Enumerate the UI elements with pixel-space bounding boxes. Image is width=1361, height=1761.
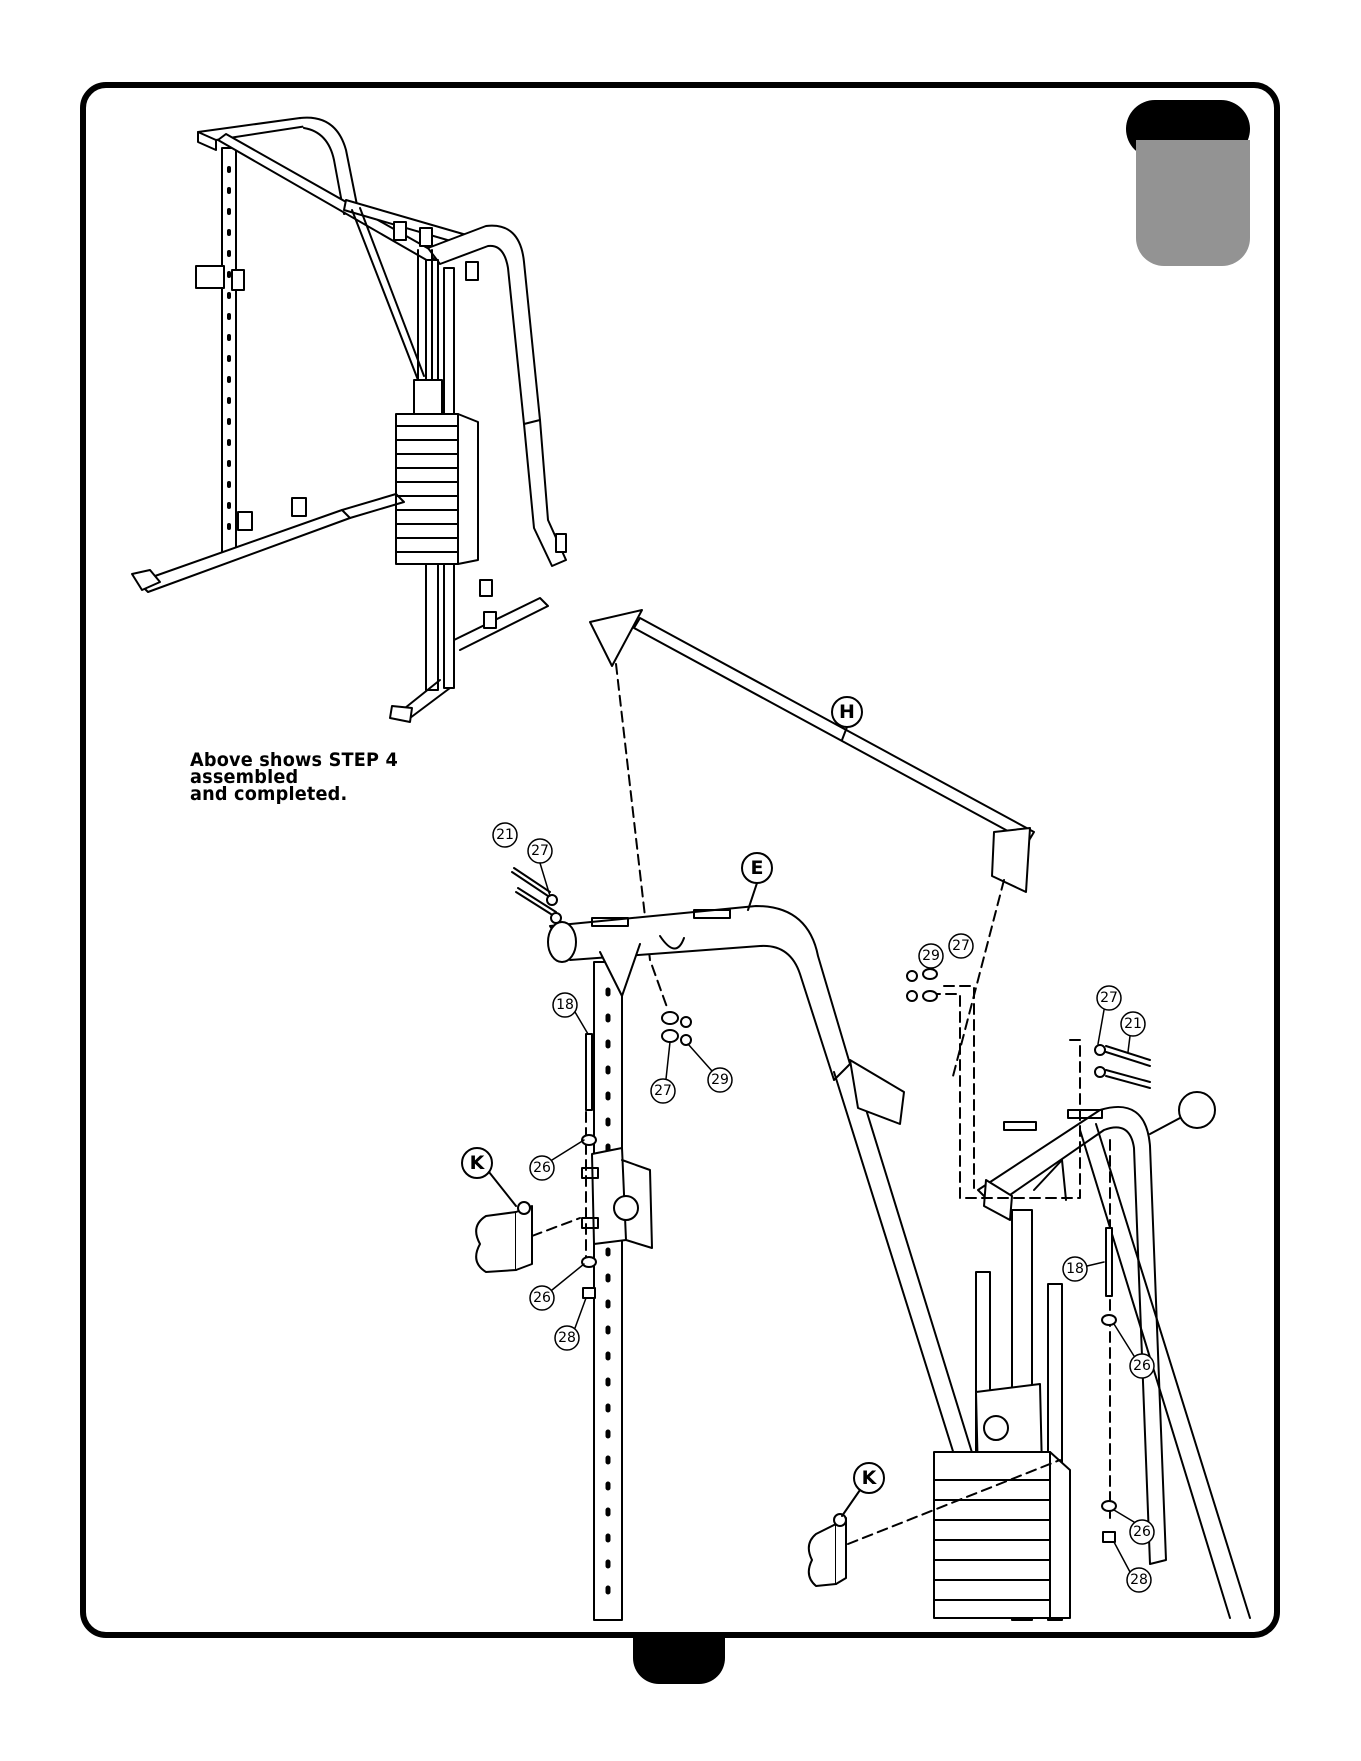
- part-letter-h: H: [839, 701, 855, 723]
- callout-26-right-top: 26: [1133, 1358, 1151, 1374]
- callout-29-left-mid: 29: [711, 1072, 729, 1088]
- part-letter-k-left: K: [470, 1152, 486, 1174]
- callout-21-right: 21: [1124, 1016, 1142, 1032]
- part-h-crossbar: [590, 610, 1034, 892]
- assembled-machine-illustration: [132, 118, 566, 722]
- part-letter-e: E: [751, 857, 764, 879]
- washer-nut-left-mid: [662, 1012, 691, 1045]
- bolts-21-left: [512, 868, 561, 923]
- callout-26-left-bot: 26: [533, 1290, 551, 1306]
- callout-18-right: 18: [1066, 1261, 1084, 1277]
- left-upright-tube: [594, 962, 622, 1620]
- callout-21-left: 21: [496, 827, 514, 843]
- callout-27-left-top: 27: [531, 843, 549, 859]
- callout-28-left: 28: [558, 1330, 576, 1346]
- callout-26-left-top: 26: [533, 1160, 551, 1176]
- callout-27-left-mid: 27: [654, 1083, 672, 1099]
- part-letter-k-right: K: [862, 1467, 878, 1489]
- callout-26-right-bot: 26: [1133, 1524, 1151, 1540]
- part-k-right-pad: [809, 1514, 846, 1586]
- callout-circle-blank: [1179, 1092, 1215, 1128]
- callout-27-right: 27: [1100, 990, 1118, 1006]
- callout-28-right: 28: [1130, 1572, 1148, 1588]
- callout-18-left: 18: [556, 997, 574, 1013]
- washers-nuts-right-top: [907, 969, 937, 1001]
- part-k-left-pad: [476, 1202, 532, 1272]
- left-carriage-bracket: [582, 1148, 652, 1248]
- callout-27-right-top: 27: [952, 938, 970, 954]
- callout-29-right: 29: [922, 948, 940, 964]
- right-upright-assembly: [934, 1107, 1250, 1620]
- bolts-21-right: [1095, 1045, 1150, 1088]
